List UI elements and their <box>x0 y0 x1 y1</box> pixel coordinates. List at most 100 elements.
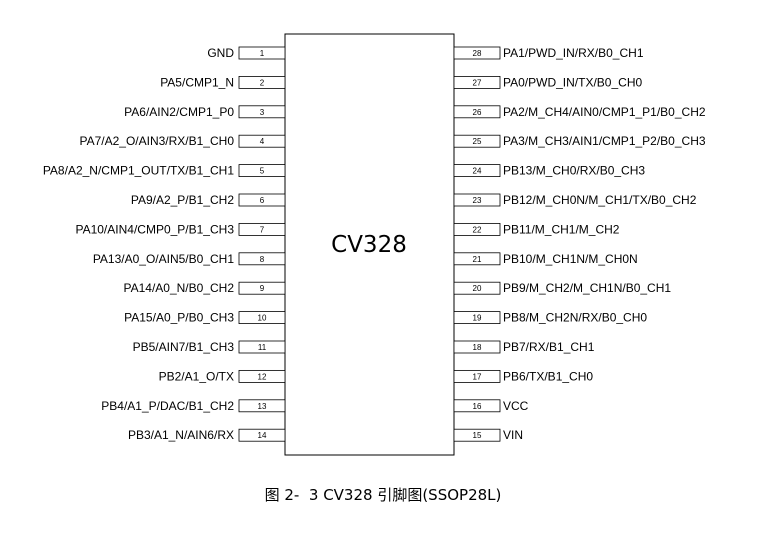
pin-box <box>238 281 286 295</box>
pinout-diagram: CV328 1GND2PA5/CMP1_N3PA6/AIN2/CMP1_P04P… <box>43 33 706 456</box>
pin-27: 27 PA0/PWD_IN/TX/B0_CH0 <box>453 75 642 89</box>
pin-label: PA6/AIN2/CMP1_P0 <box>124 105 234 119</box>
pin-number: 10 <box>258 314 267 323</box>
pin-number: 16 <box>473 402 482 411</box>
pin-number: 27 <box>473 78 482 87</box>
pin-box <box>453 340 501 354</box>
pin-number: 26 <box>473 108 482 117</box>
pin-number: 6 <box>260 196 265 205</box>
pin-12: 12 PB2/A1_O/TX <box>159 369 286 383</box>
pin-label: VCC <box>503 399 529 413</box>
pin-box <box>453 369 501 383</box>
pin-number: 11 <box>258 343 267 352</box>
pin-19: 19 PB8/M_CH2N/RX/B0_CH0 <box>453 311 647 325</box>
pin-16: 16 VCC <box>453 399 529 413</box>
pin-box <box>453 399 501 413</box>
pin-number: 20 <box>473 284 482 293</box>
pin-number: 3 <box>260 108 265 117</box>
chip-body <box>284 33 455 456</box>
pin-label: PA5/CMP1_N <box>160 75 234 89</box>
pin-number: 13 <box>258 402 267 411</box>
pin-box <box>453 46 501 60</box>
pin-label: PA8/A2_N/CMP1_OUT/TX/B1_CH1 <box>43 164 235 178</box>
pin-number: 14 <box>258 431 267 440</box>
pin-box <box>238 193 286 207</box>
pin-label: GND <box>207 46 234 60</box>
pin-box <box>238 399 286 413</box>
pin-label: PA3/M_CH3/AIN1/CMP1_P2/B0_CH3 <box>503 134 706 148</box>
pin-number: 5 <box>260 167 265 176</box>
pin-label: PA9/A2_P/B1_CH2 <box>131 193 234 207</box>
pin-3: 3 PA6/AIN2/CMP1_P0 <box>124 105 286 119</box>
pin-box <box>238 311 286 325</box>
pin-9: 9 PA14/A0_N/B0_CH2 <box>123 281 286 295</box>
pin-box <box>453 105 501 119</box>
pin-number: 2 <box>260 78 265 87</box>
pin-2: 2 PA5/CMP1_N <box>160 75 286 89</box>
pin-number: 19 <box>473 314 482 323</box>
pin-label: PA10/AIN4/CMP0_P/B1_CH3 <box>75 222 234 236</box>
pin-number: 1 <box>260 49 265 58</box>
pin-label: PA14/A0_N/B0_CH2 <box>123 281 234 295</box>
pin-label: PB3/A1_N/AIN6/RX <box>128 428 234 442</box>
pin-10: 10 PA15/A0_P/B0_CH3 <box>124 311 286 325</box>
pin-label: PA15/A0_P/B0_CH3 <box>124 311 234 325</box>
pin-box <box>238 428 286 442</box>
pin-number: 25 <box>473 137 482 146</box>
pin-24: 24 PB13/M_CH0/RX/B0_CH3 <box>453 164 645 178</box>
pin-box <box>453 281 501 295</box>
pin-box <box>453 428 501 442</box>
pin-6: 6 PA9/A2_P/B1_CH2 <box>131 193 286 207</box>
pin-label: PB8/M_CH2N/RX/B0_CH0 <box>503 311 647 325</box>
pin-box <box>238 76 286 89</box>
pin-box <box>453 222 501 236</box>
pin-number: 24 <box>473 167 482 176</box>
pin-8: 8 PA13/A0_O/AIN5/B0_CH1 <box>93 252 286 266</box>
pin-number: 9 <box>260 284 265 293</box>
pin-label: PA1/PWD_IN/RX/B0_CH1 <box>503 46 644 60</box>
pin-box <box>238 46 286 60</box>
pin-box <box>238 369 286 383</box>
pin-box <box>453 134 501 148</box>
pin-13: 13 PB4/A1_P/DAC/B1_CH2 <box>101 399 286 413</box>
pin-box <box>238 222 286 236</box>
pin-label: PB12/M_CH0N/M_CH1/TX/B0_CH2 <box>503 193 697 207</box>
pin-28: 28 PA1/PWD_IN/RX/B0_CH1 <box>453 46 644 60</box>
pin-number: 22 <box>473 225 482 234</box>
pin-label: PA13/A0_O/AIN5/B0_CH1 <box>93 252 235 266</box>
pin-label: PB13/M_CH0/RX/B0_CH3 <box>503 164 645 178</box>
pin-1: 1 GND <box>207 46 286 60</box>
pin-number: 28 <box>473 49 482 58</box>
pin-label: PB5/AIN7/B1_CH3 <box>133 340 235 354</box>
pin-15: 15 VIN <box>453 428 523 442</box>
pin-23: 23 PB12/M_CH0N/M_CH1/TX/B0_CH2 <box>453 193 697 207</box>
pin-label: PB11/M_CH1/M_CH2 <box>503 222 620 236</box>
pin-box <box>453 193 501 207</box>
pin-label: PB7/RX/B1_CH1 <box>503 340 595 354</box>
pin-label: PB2/A1_O/TX <box>159 369 234 383</box>
pin-label: PB4/A1_P/DAC/B1_CH2 <box>101 399 234 413</box>
pin-number: 23 <box>473 196 482 205</box>
chip-name: CV328 <box>331 232 407 258</box>
pin-number: 4 <box>260 137 265 146</box>
pin-box <box>453 252 501 266</box>
pin-label: PB6/TX/B1_CH0 <box>503 369 593 383</box>
pin-box <box>238 340 286 354</box>
pin-number: 18 <box>473 343 482 352</box>
pin-label: PB10/M_CH1N/M_CH0N <box>503 252 638 266</box>
figure-caption: 图 2- 3 CV328 引脚图(SSOP28L) <box>264 486 502 504</box>
pin-4: 4 PA7/A2_O/AIN3/RX/B1_CH0 <box>79 134 286 148</box>
pin-label: PA0/PWD_IN/TX/B0_CH0 <box>503 75 642 89</box>
pin-number: 15 <box>473 431 482 440</box>
pin-label: PA7/A2_O/AIN3/RX/B1_CH0 <box>79 134 234 148</box>
pin-14: 14 PB3/A1_N/AIN6/RX <box>128 428 286 442</box>
left-pin-group: 1 GND 2 PA5/CMP1_N 3 PA6/AIN2/CMP1_P0 4 PA7/A2_… <box>43 46 286 442</box>
pin-label: VIN <box>503 428 523 442</box>
pin-number: 12 <box>258 372 267 381</box>
pin-number: 8 <box>260 255 265 264</box>
